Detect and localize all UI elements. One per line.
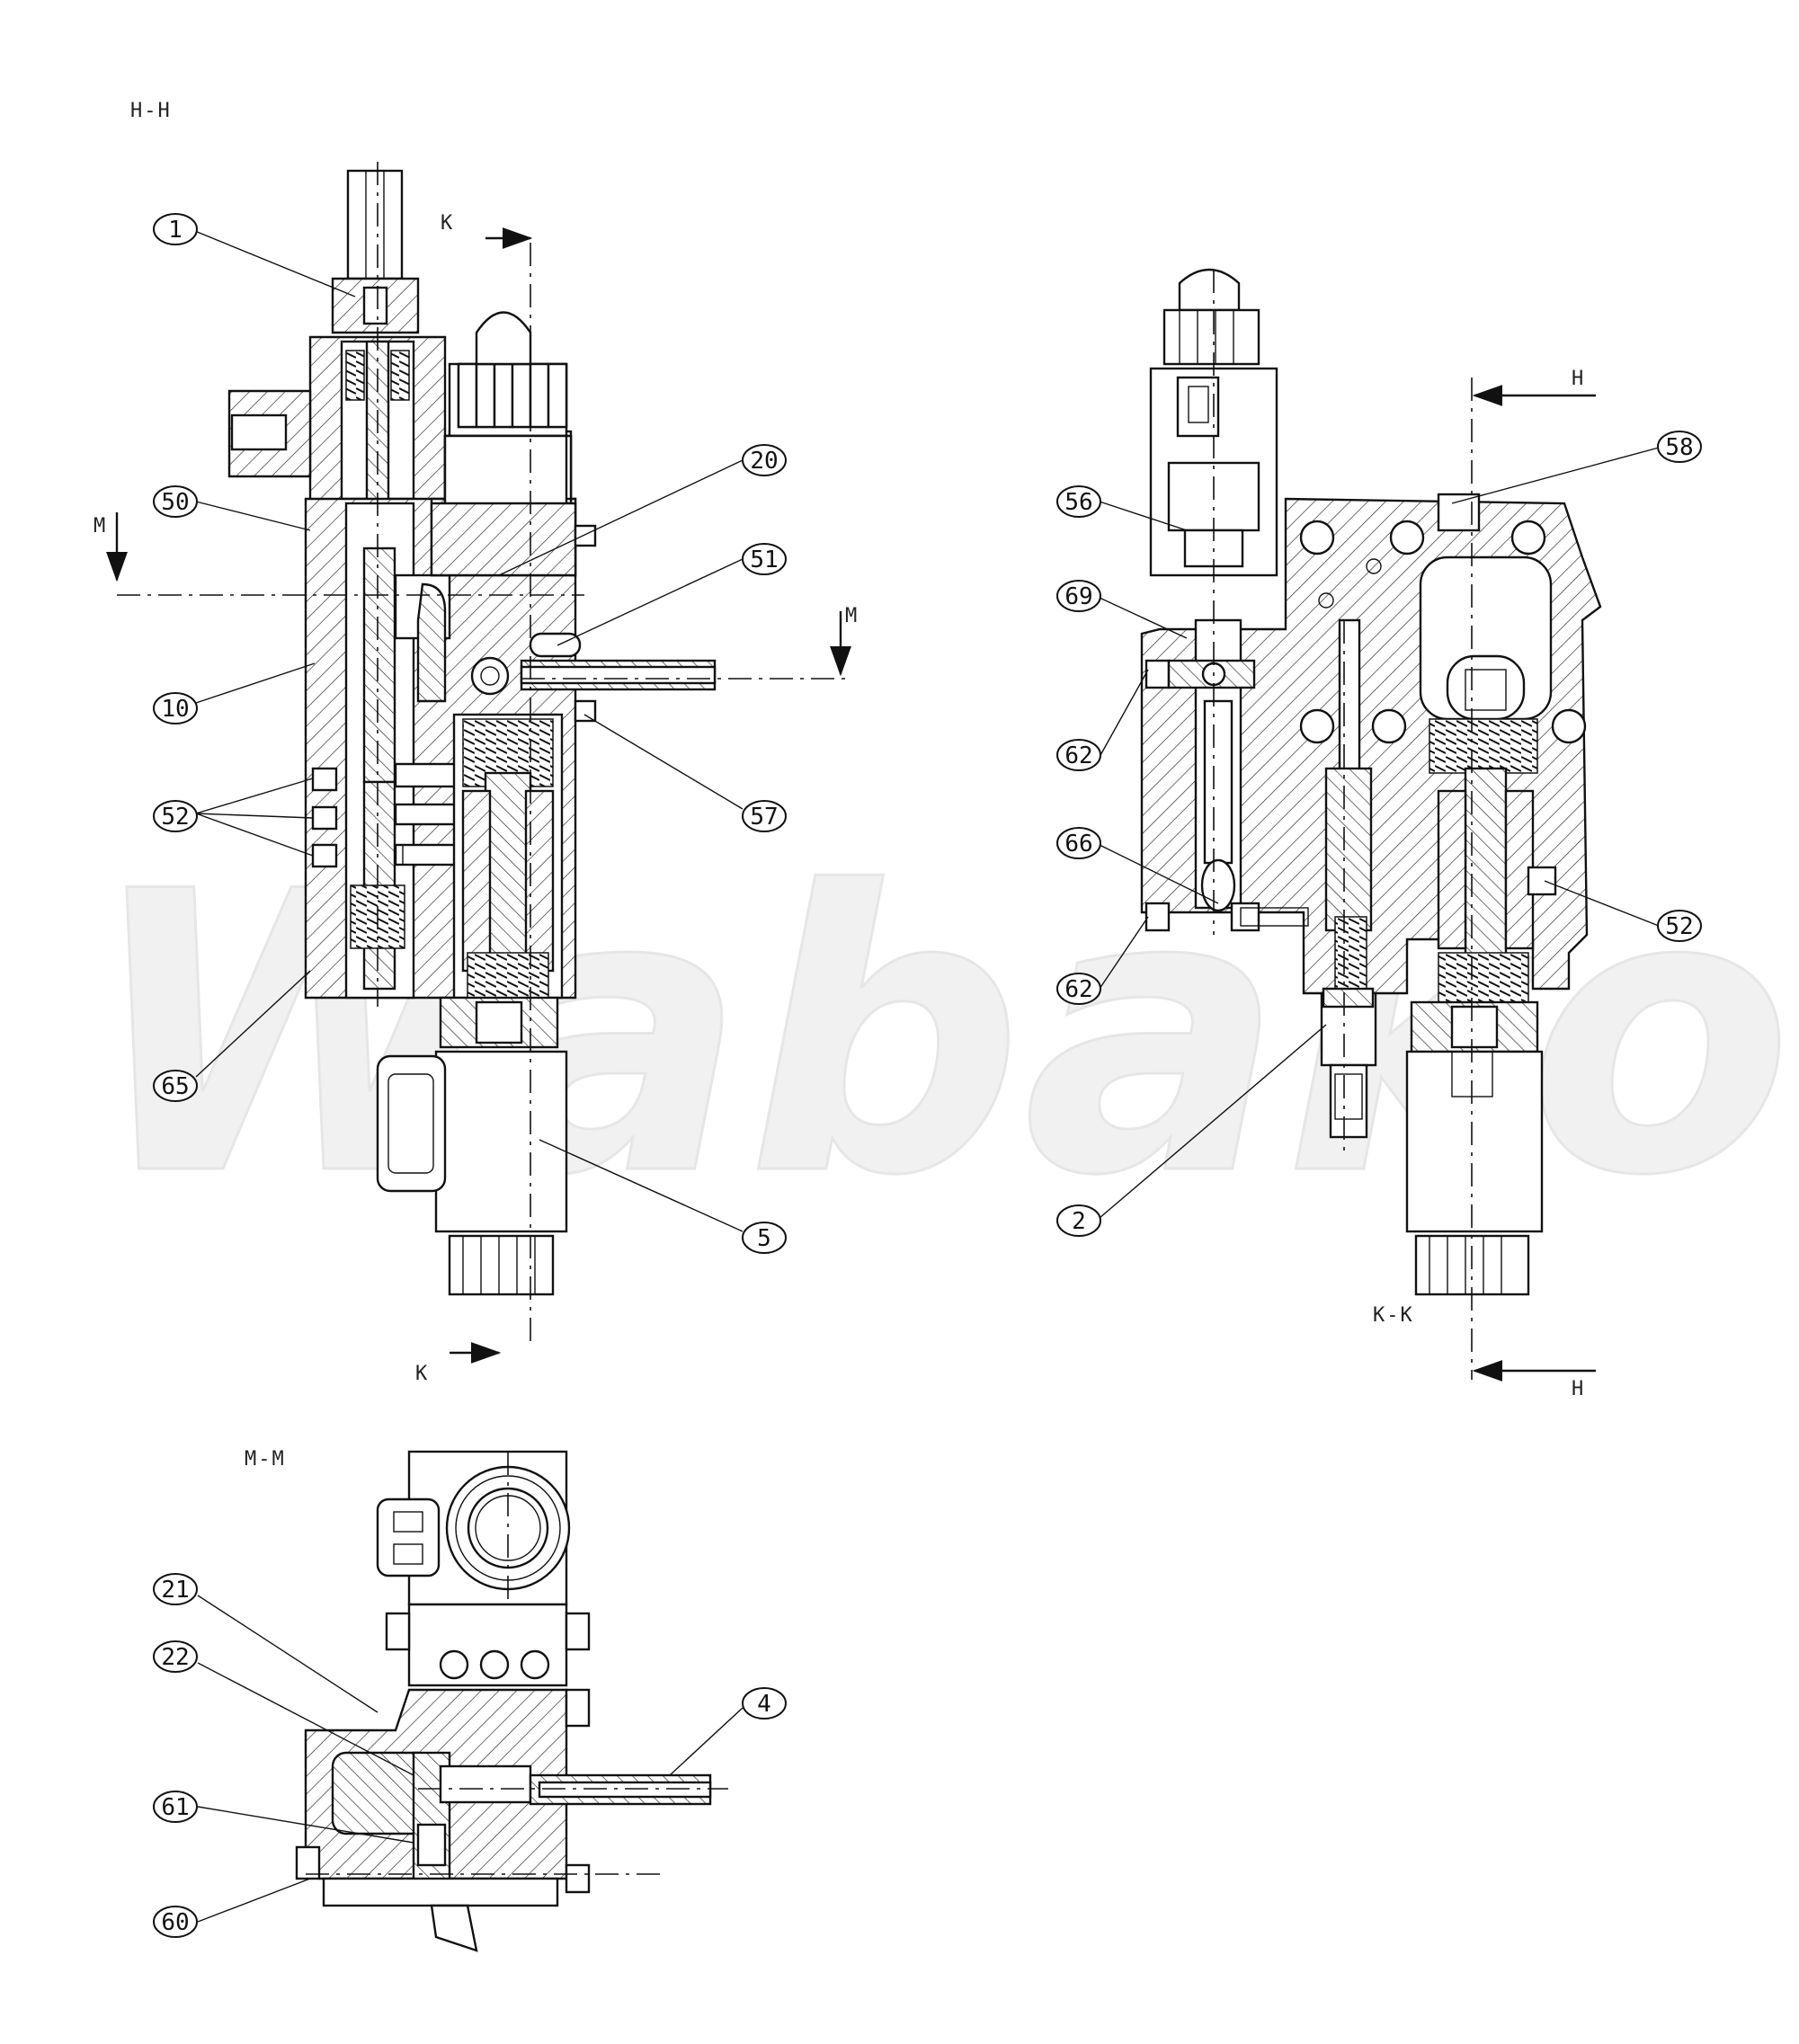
callout-66: 66 <box>1056 827 1101 859</box>
callout-62-lower-label: 62 <box>1064 976 1092 1003</box>
callout-52-left-label: 52 <box>161 804 189 831</box>
callout-10: 10 <box>153 692 198 724</box>
callout-21-label: 21 <box>161 1577 189 1604</box>
callout-52-left: 52 <box>153 800 198 832</box>
callout-4: 4 <box>742 1687 787 1720</box>
callout-21: 21 <box>153 1573 198 1605</box>
callout-62-lower: 62 <box>1056 973 1101 1005</box>
callout-62-upper: 62 <box>1056 739 1101 771</box>
cut-k-bottom-label: K <box>415 1363 429 1385</box>
callout-69: 69 <box>1056 580 1101 612</box>
section-hh-label: H-H <box>130 100 172 122</box>
callout-22: 22 <box>153 1640 198 1673</box>
section-mm-view: M-M <box>197 1448 744 1952</box>
callout-57-label: 57 <box>750 804 778 831</box>
callout-61: 61 <box>153 1791 198 1823</box>
callout-58: 58 <box>1657 431 1702 463</box>
callout-56-label: 56 <box>1064 489 1092 516</box>
callout-58-label: 58 <box>1665 434 1693 461</box>
callout-50: 50 <box>153 485 198 518</box>
callout-5: 5 <box>742 1222 787 1254</box>
callout-1-label: 1 <box>168 217 183 244</box>
callout-56: 56 <box>1056 485 1101 518</box>
callout-62-upper-label: 62 <box>1064 742 1092 769</box>
section-mm-label: M-M <box>245 1448 286 1471</box>
section-hh-view: H-H <box>94 100 859 1385</box>
section-kk-view: H H K-K <box>1099 268 1660 1400</box>
callout-20: 20 <box>742 444 787 476</box>
callout-20-label: 20 <box>750 448 778 475</box>
cut-h-top-label: H <box>1572 368 1585 390</box>
cut-h-bottom-label: H <box>1572 1378 1585 1400</box>
callout-50-label: 50 <box>161 489 189 516</box>
callout-1: 1 <box>153 213 198 245</box>
section-kk-label: K-K <box>1373 1304 1414 1327</box>
callout-60: 60 <box>153 1906 198 1938</box>
callout-51-label: 51 <box>750 547 778 573</box>
cut-k-top-label: K <box>441 212 454 235</box>
callout-10-label: 10 <box>161 696 189 723</box>
callout-52-right-label: 52 <box>1665 913 1693 940</box>
callout-60-label: 60 <box>161 1909 189 1936</box>
callout-65-label: 65 <box>161 1073 189 1100</box>
callout-52-right: 52 <box>1657 910 1702 942</box>
callout-51: 51 <box>742 543 787 575</box>
callout-66-label: 66 <box>1064 831 1092 858</box>
callout-4-label: 4 <box>757 1691 771 1718</box>
callout-22-label: 22 <box>161 1644 189 1671</box>
callout-2-label: 2 <box>1072 1208 1086 1235</box>
callout-2: 2 <box>1056 1204 1101 1237</box>
cut-m-left-label: M <box>94 515 107 538</box>
callout-65: 65 <box>153 1070 198 1102</box>
callout-57: 57 <box>742 800 787 832</box>
cut-m-right-label: M <box>845 605 859 627</box>
callout-5-label: 5 <box>757 1225 771 1252</box>
callout-61-label: 61 <box>161 1794 189 1821</box>
callout-69-label: 69 <box>1064 583 1092 610</box>
